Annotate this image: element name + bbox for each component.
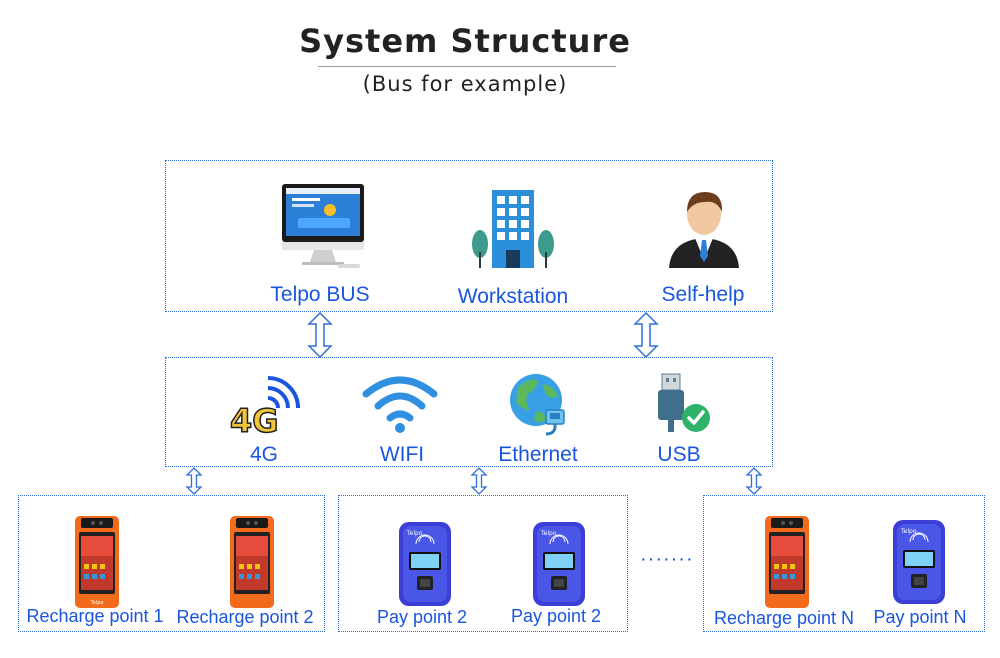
blue-bus-validator-image: Telpo (533, 522, 585, 606)
blue-bus-validator-image: Telpo (893, 520, 945, 604)
self-help-label: Self-help (661, 283, 745, 306)
diagram-title: System Structure (299, 22, 631, 60)
pay-point-label: Pay point 2 (376, 607, 468, 627)
application-layer-box (165, 160, 773, 312)
person-avatar-icon (665, 184, 743, 270)
recharge-point-n-label: Recharge point N (713, 608, 855, 628)
brand-mark: Telpo (90, 600, 104, 606)
recharge-point-1-label: Recharge point 1 (26, 606, 164, 626)
diagram-subtitle: (Bus for example) (362, 72, 568, 96)
terminal-group-box (18, 495, 325, 632)
svg-text:4G: 4G (230, 402, 279, 436)
double-arrow-icon (307, 312, 333, 358)
terminal-group-box (338, 495, 628, 632)
4g-label: 4G (249, 443, 278, 466)
network-layer-box (165, 357, 773, 467)
ethernet-label: Ethernet (498, 443, 578, 466)
usb-icon (654, 372, 714, 436)
wifi-icon (362, 372, 438, 434)
workstation-label: Workstation (457, 285, 569, 308)
double-arrow-icon (633, 312, 659, 358)
4g-signal-icon: 4G (228, 372, 302, 436)
recharge-point-2-label: Recharge point 2 (176, 607, 314, 627)
blue-bus-validator-image: Telpo (399, 522, 451, 606)
terminal-group-box (703, 495, 985, 632)
pay-point-label: Pay point 2 (510, 606, 602, 626)
usb-label: USB (657, 443, 701, 466)
svg-text:Telpo: Telpo (540, 530, 557, 537)
orange-handheld-terminal-image: Telpo (75, 516, 119, 608)
title-underline (318, 66, 616, 67)
telpo-bus-label: Telpo BUS (270, 283, 370, 306)
double-arrow-icon (185, 467, 203, 495)
computer-monitor-icon (278, 182, 368, 270)
office-building-icon (470, 186, 556, 270)
svg-text:Telpo: Telpo (900, 528, 917, 535)
double-arrow-icon (745, 467, 763, 495)
globe-ethernet-icon (506, 370, 574, 438)
orange-handheld-terminal-image (765, 516, 809, 608)
pay-point-n-label: Pay point N (873, 607, 967, 627)
double-arrow-icon (470, 467, 488, 495)
svg-text:Telpo: Telpo (406, 530, 423, 537)
wifi-label: WIFI (379, 443, 425, 466)
ellipsis-more-groups: ······· (640, 548, 694, 570)
orange-handheld-terminal-image (230, 516, 274, 608)
